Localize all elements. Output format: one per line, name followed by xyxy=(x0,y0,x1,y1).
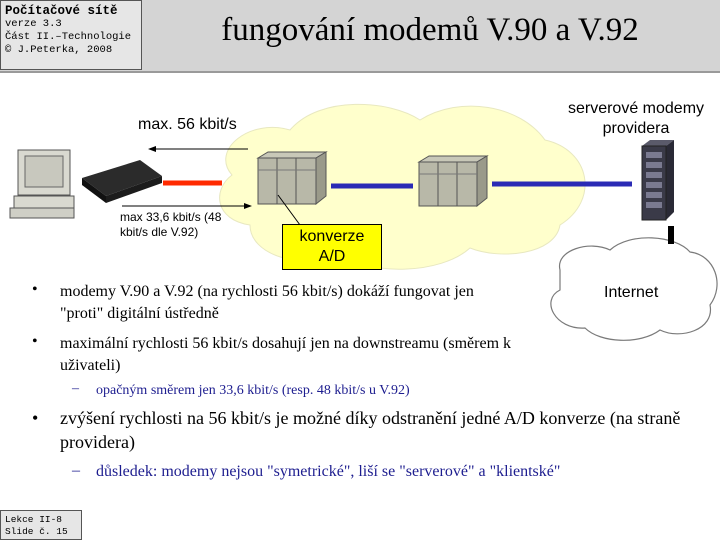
bullet-1: modemy V.90 a V.92 (na rychlosti 56 kbit… xyxy=(60,283,474,322)
server-rack-icon xyxy=(641,140,674,221)
bullet-dot: • xyxy=(32,333,38,350)
part-text: Část II.–Technologie xyxy=(5,31,132,43)
sub-bullet-2: důsledek: modemy nejsou "symetrické", li… xyxy=(96,463,561,480)
sub-bullet-dash: – xyxy=(72,462,80,479)
conversion-pointer xyxy=(277,194,301,226)
exchange-switch-1 xyxy=(256,151,328,206)
slide-number-text: Slide č. 15 xyxy=(5,526,68,537)
upstream-speed-label: max 33,6 kbit/s (48 kbit/s dle V.92) xyxy=(120,210,222,239)
bullet-3: zvýšení rychlosti na 56 kbit/s je možné … xyxy=(60,408,681,452)
upstream-arrow xyxy=(122,203,252,209)
conversion-box: konverze A/D xyxy=(282,224,382,270)
internet-link xyxy=(668,226,674,244)
internet-cloud xyxy=(550,237,718,341)
header-divider xyxy=(0,71,720,73)
sub-bullet-dash: – xyxy=(72,381,79,396)
bullet-dot: • xyxy=(32,408,39,428)
downstream-arrow xyxy=(148,146,248,152)
slide-title: fungování modemů V.90 a V.92 xyxy=(221,12,639,48)
lesson-text: Lekce II-8 xyxy=(5,514,63,525)
bullet-dot: • xyxy=(32,281,38,298)
server-modems-label: serverové modemy providera xyxy=(567,100,705,137)
author-text: © J.Peterka, 2008 xyxy=(5,44,113,56)
course-info-box: Počítačové sítě verze 3.3 Část II.–Techn… xyxy=(0,0,142,70)
bullet-2: maximální rychlosti 56 kbit/s dosahují j… xyxy=(60,335,512,374)
downstream-speed-label: max. 56 kbit/s xyxy=(138,116,237,133)
computer-icon xyxy=(9,149,75,219)
sub-bullet-1: opačným směrem jen 33,6 kbit/s (resp. 48… xyxy=(96,383,410,398)
slide-info-box: Lekce II-8 Slide č. 15 xyxy=(0,510,82,540)
internet-label: Internet xyxy=(604,284,659,301)
exchange-switch-2 xyxy=(417,155,489,208)
modem-icon xyxy=(82,160,162,203)
conversion-label: konverze A/D xyxy=(299,228,365,265)
version-text: verze 3.3 xyxy=(5,18,62,30)
course-title: Počítačové sítě xyxy=(5,4,118,18)
